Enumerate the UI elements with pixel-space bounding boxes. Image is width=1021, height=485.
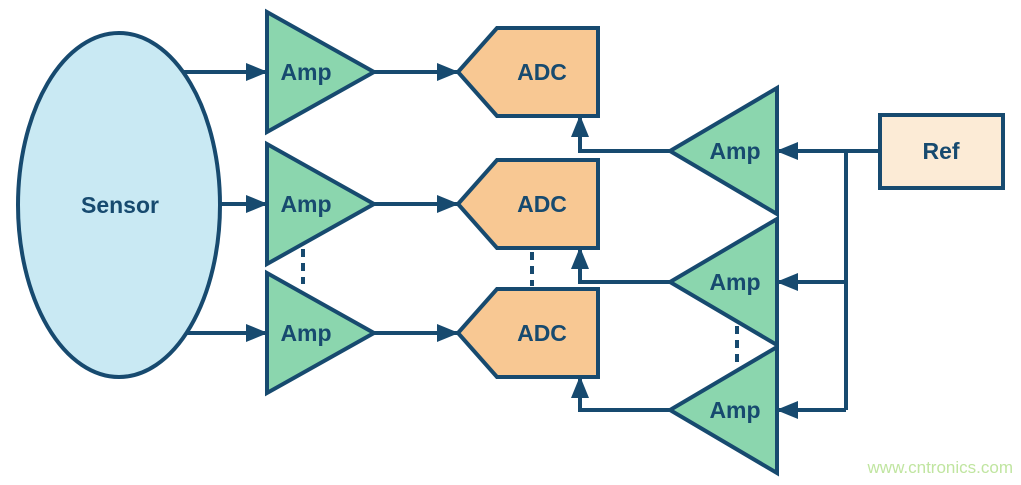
ref-amp-2-label: Amp — [709, 269, 760, 295]
connector-refamp-2-to-adc-2 — [571, 247, 670, 284]
connector-refamp-3-to-adc-3 — [571, 376, 670, 412]
connector-refamp-1-to-adc-1 — [571, 115, 670, 153]
adc-3-label: ADC — [517, 320, 567, 346]
input-amp-3 — [265, 269, 379, 397]
input-amp-2-label: Amp — [280, 191, 331, 217]
ref-block-label: Ref — [922, 138, 959, 164]
adc-3 — [455, 287, 600, 379]
input-amp-3-label: Amp — [280, 320, 331, 346]
input-amp-1-label: Amp — [280, 59, 331, 85]
ref-amp-2 — [666, 215, 779, 349]
ref-amp-3 — [666, 343, 779, 477]
ref-amp-1 — [666, 84, 779, 218]
ref-amp-3-label: Amp — [709, 397, 760, 423]
adc-2-label: ADC — [517, 191, 567, 217]
input-amp-1 — [265, 8, 379, 136]
input-amp-2 — [265, 140, 379, 268]
ref-block — [878, 113, 1005, 190]
adc-1-label: ADC — [517, 59, 567, 85]
sensor-label: Sensor — [81, 192, 159, 218]
sensor-ellipse — [16, 31, 222, 379]
adc-2 — [455, 158, 600, 250]
adc-1 — [455, 26, 600, 118]
ref-amp-1-label: Amp — [709, 138, 760, 164]
watermark-text: www.cntronics.com — [867, 458, 1013, 477]
